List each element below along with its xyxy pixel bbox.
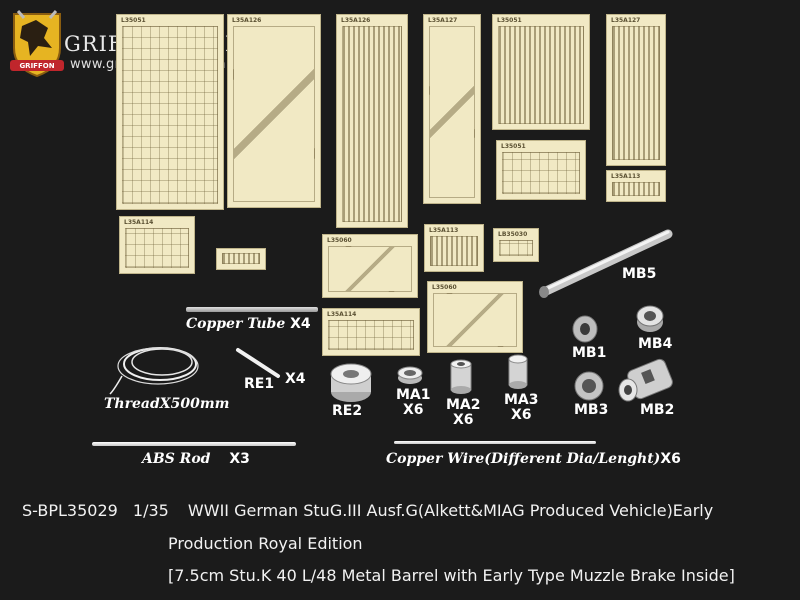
re2-part-icon (330, 363, 372, 402)
re2-label: RE2 (332, 403, 363, 419)
fret-code: L35051 (121, 17, 146, 24)
pe-fret: L35060 (427, 281, 523, 353)
fret-code: L35A113 (429, 227, 459, 234)
pe-fret: L35051 (496, 140, 586, 200)
ma3-label: MA3 X6 (504, 393, 539, 423)
fret-code: L35A127 (611, 17, 641, 24)
product-scale: 1/35 (132, 501, 169, 520)
pe-fret-small (216, 248, 266, 270)
fret-code: L35051 (501, 143, 526, 150)
ma1-label: MA1 X6 (396, 388, 431, 418)
copper-wire-graphic (394, 441, 596, 444)
copper-tube-qty: X4 (290, 316, 311, 332)
fret-code: L35A127 (428, 17, 458, 24)
re1-label: RE1 (244, 376, 275, 392)
pe-fret: L35A114 (119, 216, 195, 274)
logo-badge-text: GRIFFON (19, 62, 54, 70)
fret-code: L35A126 (232, 17, 262, 24)
re1-qty: X4 (285, 371, 306, 387)
mb2-muzzle-brake-icon (618, 358, 673, 402)
fret-code: L35A113 (611, 173, 641, 180)
griffon-logo-icon: GRIFFON (10, 10, 64, 78)
fret-code: L35A114 (124, 219, 154, 226)
pe-fret: L35A114 (322, 308, 420, 356)
ma2-qty: X6 (452, 412, 474, 428)
copper-wire-qty: X6 (660, 451, 681, 467)
abs-rod-label: ABS Rod X3 (142, 451, 250, 467)
mb4-label: MB4 (638, 336, 673, 352)
pe-fret: L35051 (116, 14, 224, 210)
copper-tube-name: Copper Tube (186, 316, 286, 332)
ma2-part-icon (450, 359, 472, 394)
pe-fret: L35A127 (606, 14, 666, 166)
mb1-part-icon (572, 315, 598, 343)
mb3-part-icon (574, 371, 604, 401)
thread-qty: X500mm (159, 396, 230, 412)
ma1-name: MA1 (396, 387, 431, 403)
mb3-label: MB3 (574, 402, 609, 418)
ma3-name: MA3 (504, 392, 539, 408)
mb5-label: MB5 (622, 266, 657, 282)
fret-code: L35051 (497, 17, 522, 24)
pe-fret: LB35030 (493, 228, 539, 262)
fret-code: L35A114 (327, 311, 357, 318)
copper-tube-graphic (186, 307, 318, 312)
ma3-qty: X6 (510, 407, 532, 423)
fret-code: L35060 (327, 237, 352, 244)
ma1-qty: X6 (402, 402, 424, 418)
pe-fret: L35A126 (336, 14, 408, 228)
abs-rod-name: ABS Rod (142, 451, 211, 467)
ma2-name: MA2 (446, 397, 481, 413)
thread-coil-icon (109, 347, 199, 395)
product-sku: S-BPL35029 (22, 501, 118, 520)
fret-code: L35060 (432, 284, 457, 291)
pe-fret: L35A113 (606, 170, 666, 202)
re1-rod-icon (236, 348, 280, 378)
ma1-part-icon (397, 366, 423, 384)
copper-wire-name: Copper Wire (386, 451, 485, 467)
pe-fret: L35A126 (227, 14, 321, 208)
pe-fret: L35A127 (423, 14, 481, 204)
abs-rod-qty: X3 (229, 451, 250, 467)
copper-wire-note: (Different Dia/Lenght) (484, 451, 661, 467)
mb2-label: MB2 (640, 402, 675, 418)
mb4-part-icon (636, 305, 664, 332)
pe-fret: L35060 (322, 234, 418, 298)
copper-tube-label: Copper Tube X4 (186, 316, 311, 332)
fret-code: L35A126 (341, 17, 371, 24)
copper-wire-label: Copper Wire(Different Dia/Lenght)X6 (386, 451, 681, 467)
thread-label: ThreadX500mm (104, 396, 229, 412)
product-title-line-3: [7.5cm Stu.K 40 L/48 Metal Barrel with E… (168, 566, 735, 585)
product-title: WWII German StuG.III Ausf.G(Alkett&MIAG … (187, 501, 714, 520)
product-title-line-1: S-BPL35029 1/35 WWII German StuG.III Aus… (22, 501, 713, 520)
product-title-line-2: Production Royal Edition (168, 534, 363, 553)
pe-fret: L35A113 (424, 224, 484, 272)
ma2-label: MA2 X6 (446, 398, 481, 428)
thread-name: Thread (104, 396, 160, 412)
abs-rod-graphic (92, 442, 296, 446)
pe-fret: L35051 (492, 14, 590, 130)
fret-code: LB35030 (498, 231, 528, 238)
mb1-label: MB1 (572, 345, 607, 361)
mb5-barrel-icon (539, 229, 673, 298)
ma3-part-icon (508, 354, 528, 389)
